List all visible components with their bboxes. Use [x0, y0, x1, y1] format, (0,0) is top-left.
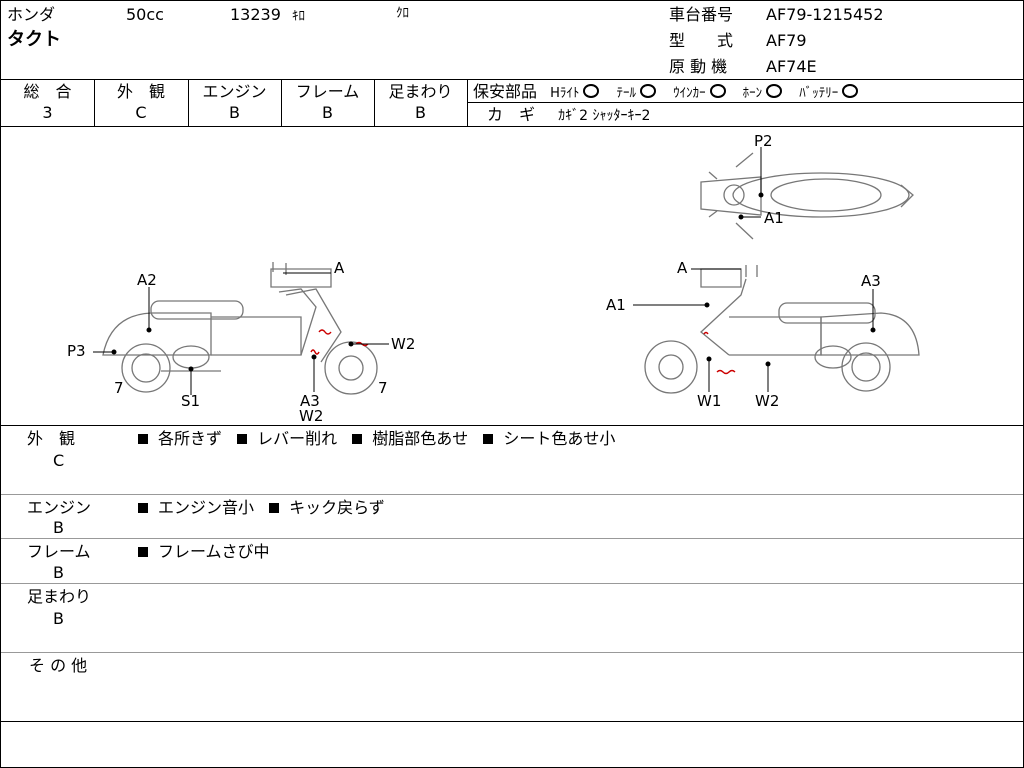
note-item: シート色あせ小 — [483, 431, 615, 447]
section-title-frame: フレーム — [27, 542, 91, 561]
diagram-label: A3 — [300, 392, 320, 410]
diagram-label: A — [677, 259, 688, 277]
equipment-row: 保安部品 Hﾗｲﾄ ﾃｰﾙ ｳｲﾝｶｰ ﾎｰﾝ ﾊﾞｯﾃﾘｰ — [473, 82, 859, 101]
diagram-label: A1 — [606, 296, 626, 314]
equipment-battery: ﾊﾞｯﾃﾘｰ — [799, 84, 859, 101]
section-notes-engine: エンジン音小 キック戻らず — [138, 500, 395, 516]
scooter-diagram: A A2 P3 W2 7 S1 A3 W2 7 P2 A1 A A1 A3 W1… — [67, 132, 920, 425]
section-title-suspension: 足まわり — [27, 587, 92, 606]
frame-no: AF79-1215452 — [766, 5, 884, 24]
divider — [281, 79, 282, 126]
divider — [1, 425, 1023, 426]
note-item: フレームさび中 — [138, 544, 270, 560]
diagram-label: 7 — [378, 379, 388, 397]
diagram-label: 7 — [114, 379, 124, 397]
section-title-other: そ の 他 — [29, 656, 88, 675]
bullet-square-icon — [138, 547, 148, 557]
bullet-square-icon — [269, 503, 280, 513]
divider — [1, 79, 1023, 80]
note-item: 各所きず — [138, 431, 222, 447]
ok-mark-icon — [709, 84, 726, 98]
divider — [1, 583, 1023, 584]
diagram-label: A — [334, 259, 345, 277]
scooter-left-view — [102, 262, 378, 395]
ok-mark-icon — [583, 84, 600, 98]
grade-label-suspension: 足まわり — [388, 82, 453, 101]
keys-row: カ ギ ｶｷﾞ2 ｼｬｯﾀｰｷｰ2 — [487, 105, 651, 124]
diagram-label: A3 — [861, 272, 881, 290]
grade-label-overall: 総 合 — [23, 82, 72, 101]
divider — [188, 79, 189, 126]
frame-no-label: 車台番号 — [669, 5, 734, 24]
divider — [467, 102, 1023, 103]
bullet-square-icon — [237, 434, 248, 444]
bullet-square-icon — [138, 503, 148, 513]
divider — [1, 721, 1023, 722]
mileage: 13239 ｷﾛ — [230, 5, 305, 24]
mileage-unit: ｷﾛ — [292, 9, 305, 24]
ok-mark-icon — [842, 84, 859, 98]
diagram-label: A1 — [764, 209, 784, 227]
maker: ホンダ — [7, 5, 56, 24]
section-title-exterior: 外 観 — [27, 429, 76, 448]
diagram-label: P2 — [754, 132, 773, 150]
ok-mark-icon — [639, 84, 656, 98]
diagram-label: W1 — [697, 392, 721, 410]
scooter-right-view — [644, 265, 920, 394]
mileage-value: 13239 — [230, 5, 281, 24]
color: ｸﾛ — [396, 6, 409, 21]
equipment-headlight: Hﾗｲﾄ — [550, 84, 600, 101]
section-grade-suspension: B — [53, 609, 64, 628]
grade-value-overall: 3 — [42, 103, 53, 122]
scooter-top-view — [700, 152, 914, 240]
diagram-label: A2 — [137, 271, 157, 289]
section-grade-frame: B — [53, 563, 64, 582]
equipment-label: 保安部品 — [473, 82, 538, 101]
diagram-label: W2 — [391, 335, 415, 353]
bullet-square-icon — [352, 434, 363, 444]
engine-label: 原 動 機 — [669, 57, 728, 76]
displacement: 50cc — [126, 5, 164, 24]
note-item: レバー削れ — [237, 431, 337, 447]
section-notes-frame: フレームさび中 — [138, 544, 280, 560]
grade-label-engine: エンジン — [202, 82, 267, 101]
divider — [94, 79, 95, 126]
bullet-square-icon — [138, 434, 148, 444]
section-notes-exterior: 各所きず レバー削れ 樹脂部色あせ シート色あせ小 — [138, 431, 625, 447]
grade-label-frame: フレーム — [295, 82, 360, 101]
equipment-horn: ﾎｰﾝ — [743, 84, 783, 101]
model-name: タクト — [7, 29, 61, 50]
divider — [1, 494, 1023, 495]
engine-value: AF74E — [766, 57, 817, 76]
section-title-engine: エンジン — [27, 498, 92, 517]
divider — [1, 652, 1023, 653]
equipment-tail: ﾃｰﾙ — [616, 84, 656, 101]
keys-label: カ ギ — [487, 105, 536, 124]
bullet-square-icon — [483, 434, 494, 444]
type-value: AF79 — [766, 31, 807, 50]
note-item: キック戻らず — [269, 500, 385, 516]
equipment-winker: ｳｲﾝｶｰ — [673, 84, 726, 101]
ok-mark-icon — [766, 84, 783, 98]
note-item: 樹脂部色あせ — [352, 431, 468, 447]
diagram-label: W2 — [755, 392, 779, 410]
section-grade-exterior: C — [53, 451, 65, 470]
grade-value-engine: B — [229, 103, 240, 122]
grade-value-exterior: C — [135, 103, 147, 122]
grade-value-suspension: B — [415, 103, 426, 122]
section-grade-engine: B — [53, 518, 64, 537]
divider — [1, 538, 1023, 539]
divider — [1, 126, 1023, 127]
divider — [374, 79, 375, 126]
grade-value-frame: B — [322, 103, 333, 122]
diagram-label: S1 — [181, 392, 200, 410]
grade-label-exterior: 外 観 — [116, 82, 165, 101]
diagram-label: P3 — [67, 342, 86, 360]
keys-value: ｶｷﾞ2 ｼｬｯﾀｰｷｰ2 — [558, 108, 651, 124]
note-item: エンジン音小 — [138, 500, 254, 516]
diagram-label: W2 — [299, 407, 323, 425]
type-label: 型 式 — [669, 31, 734, 50]
